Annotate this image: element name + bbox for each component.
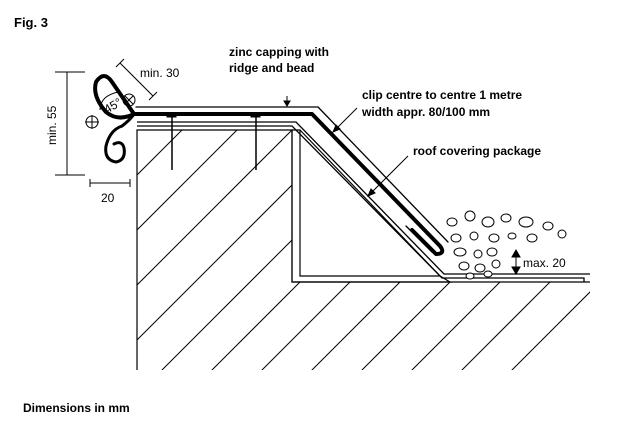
zinc-capping <box>93 74 449 256</box>
clip-nail-right <box>250 112 261 170</box>
footer-note: Dimensions in mm <box>23 401 130 415</box>
roof-package-arrow <box>367 155 409 197</box>
dimension-min-30 <box>115 58 158 101</box>
dimension-20-label: 20 <box>101 191 115 205</box>
capping-label-line1: zinc capping with <box>229 45 329 59</box>
dimension-min-30-label: min. 30 <box>140 66 180 80</box>
roof-package-label: roof covering package <box>413 144 541 158</box>
dimension-20 <box>89 179 131 187</box>
capping-label-line2: ridge and bead <box>229 61 314 75</box>
dimension-min-55-label: min. 55 <box>45 105 59 145</box>
clip-arrow <box>332 107 358 133</box>
clip-label-line2: width appr. 80/100 mm <box>361 105 490 119</box>
clip-label-line1: clip centre to centre 1 metre <box>362 88 522 102</box>
dimension-max-20 <box>511 248 521 276</box>
gravel <box>446 210 567 280</box>
dimension-max-20-label: max. 20 <box>523 256 566 270</box>
figure-label: Fig. 3 <box>14 15 48 30</box>
dimension-min-55 <box>55 71 85 176</box>
roof-covering-package <box>137 121 590 282</box>
clip-nail-left <box>166 112 177 170</box>
capping-arrow <box>283 96 291 107</box>
angle-45-marker <box>85 91 136 129</box>
